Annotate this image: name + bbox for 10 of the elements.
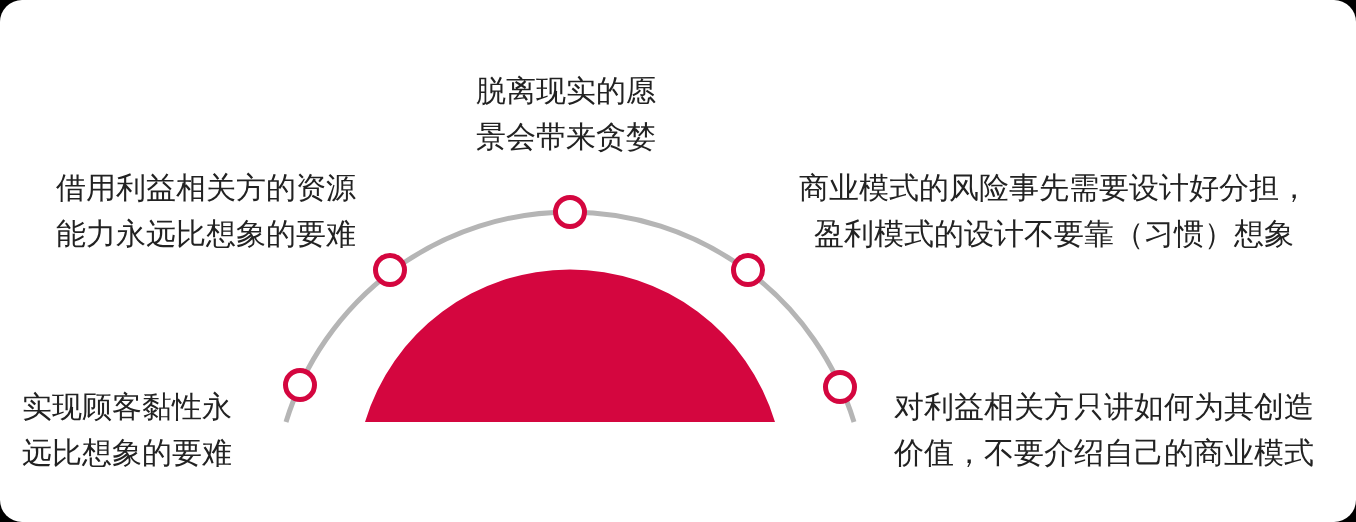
- ring-marker: [553, 195, 587, 229]
- ring-marker: [283, 368, 317, 402]
- ring-marker: [373, 253, 407, 287]
- ring-marker: [823, 370, 857, 404]
- caption-text: 对利益相关方只讲如何为其创造价值，不要介绍自己的商业模式: [894, 388, 1315, 472]
- caption-text: 商业模式的风险事先需要设计好分担，盈利模式的设计不要靠（习惯）想象: [798, 169, 1310, 253]
- caption-text: 借用利益相关方的资源能力永远比想象的要难: [56, 169, 357, 253]
- ring-marker: [731, 253, 765, 287]
- caption-text: 脱离现实的愿景会带来贪婪: [476, 72, 657, 156]
- caption-text: 实现顾客黏性永远比想象的要难: [22, 388, 233, 472]
